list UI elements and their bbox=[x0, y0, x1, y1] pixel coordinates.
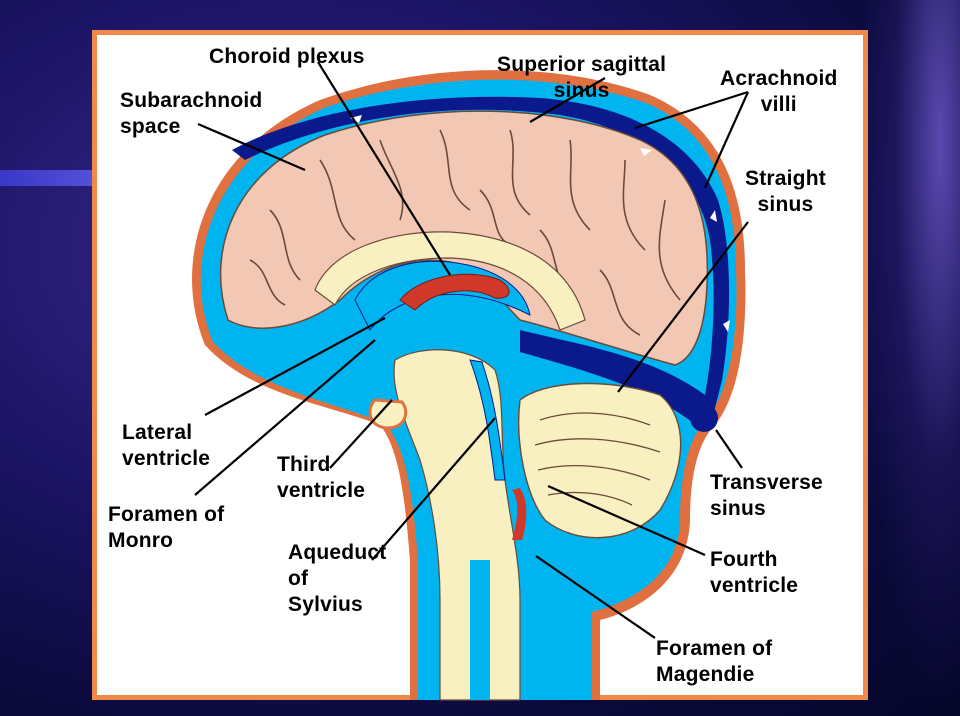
label-subarachnoid-space: Subarachnoid space bbox=[120, 89, 263, 138]
aqueduct-shape bbox=[469, 359, 506, 481]
cerebellar-folia bbox=[534, 412, 661, 506]
leader-lines bbox=[194, 61, 750, 639]
label-transverse-sinus: Transverse sinus bbox=[710, 471, 823, 520]
label-acrachnoid-villi: Acrachnoid villi bbox=[720, 67, 838, 116]
label-foramen-of-magendie: Foramen of Magendie bbox=[656, 637, 773, 686]
pituitary bbox=[368, 398, 408, 430]
label-straight-sinus: Straight sinus bbox=[745, 167, 826, 216]
central-canal bbox=[470, 560, 490, 700]
label-choroid-plexus: Choroid plexus bbox=[209, 45, 365, 68]
corpus-callosum bbox=[314, 231, 586, 331]
background-streak bbox=[0, 170, 92, 186]
fourth-ventricle-choroid bbox=[512, 488, 527, 540]
label-fourth-ventricle: Fourth ventricle bbox=[710, 548, 799, 597]
csf-flow-arrows bbox=[350, 115, 730, 332]
label-superior-sagittal-sinus: Superior sagittal sinus bbox=[497, 53, 667, 102]
label-third-ventricle: Third ventricle bbox=[277, 453, 366, 502]
choroid-plexus-shape bbox=[399, 273, 510, 311]
label-aqueduct-of-sylvius: Aqueduct of Sylvius bbox=[288, 541, 387, 616]
label-foramen-of-monro: Foramen of Monro bbox=[108, 503, 225, 552]
label-lateral-ventricle: Lateral ventricle bbox=[122, 421, 211, 470]
cerebellum bbox=[518, 382, 682, 539]
transverse-sinus-shape bbox=[690, 404, 718, 432]
background-glow bbox=[860, 0, 960, 716]
superior-sagittal-sinus-shape bbox=[232, 96, 730, 420]
